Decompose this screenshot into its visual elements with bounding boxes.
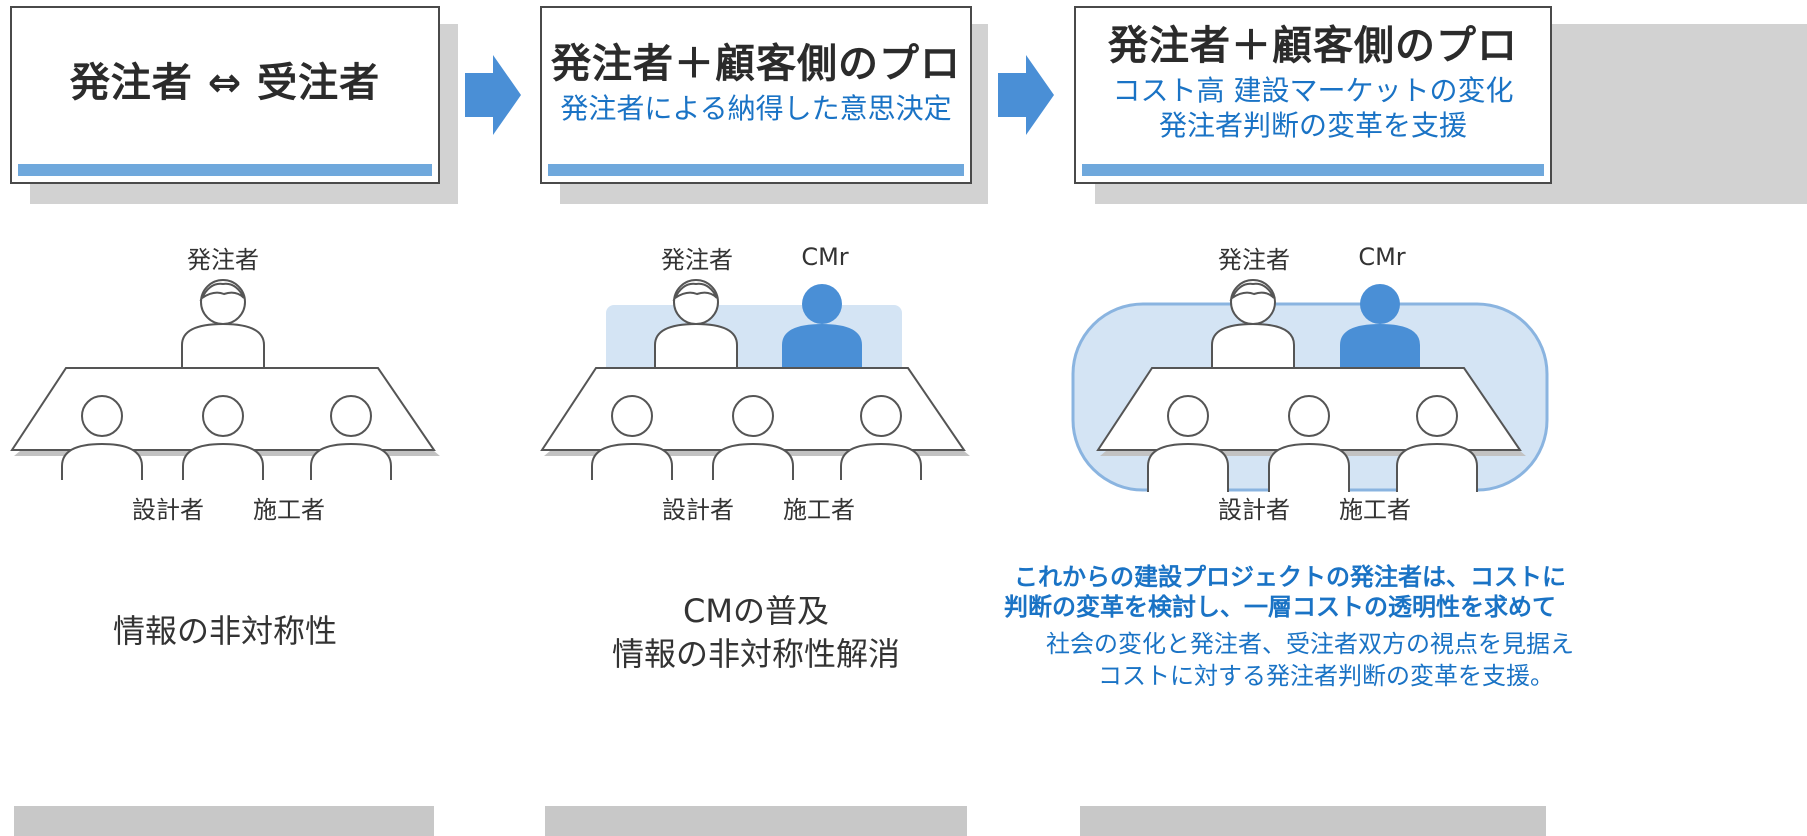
panel-1-title: 発注者 ⇔ 受注者 [69, 60, 381, 106]
panel-1-caption-line-1: 情報の非対称性 [112, 612, 337, 650]
panel-3-header: 発注者＋顧客側のプロ コスト高 建設マーケットの変化 発注者判断の変革を支援 [1074, 6, 1552, 184]
panel-1-bottom-bar [14, 806, 434, 836]
panel-1-label-owner: 発注者 [187, 246, 259, 274]
panel-1-header: 発注者 ⇔ 受注者 [10, 6, 440, 184]
panel-3-stripe [1082, 164, 1544, 176]
panel-2-subtitle: 発注者による納得した意思決定 [560, 91, 952, 125]
panel-2-label-designer: 設計者 [662, 496, 734, 524]
arrow-right-icon [465, 55, 521, 135]
panel-3-bottom-bar [1080, 806, 1546, 836]
panel-3-label-builder: 施工者 [1339, 496, 1411, 524]
panel-3-blue-line-1: 社会の変化と発注者、受注者双方の視点を見据え [1046, 630, 1574, 658]
panel-2-stripe [548, 164, 964, 176]
panel-3-subtitle-line-1: コスト高 建設マーケットの変化 [1112, 74, 1514, 107]
panel-2-label-owner: 発注者 [661, 246, 733, 274]
panel-2-bottom-bar [545, 806, 967, 836]
panel-3-blue-line-2: コストに対する発注者判断の変革を支援。 [1098, 662, 1554, 690]
panel-3-bold-line-2: 判断の変革を検討し、一層コストの透明性を求めて [1004, 593, 1556, 621]
panel-2-header: 発注者＋顧客側のプロ 発注者による納得した意思決定 [540, 6, 972, 184]
panel-2-caption: CMの普及 情報の非対称性解消 [540, 590, 972, 676]
panel-3-bold-line-1: これからの建設プロジェクトの発注者は、コストに [1014, 563, 1566, 591]
panel-3-seated-figures [1147, 395, 1478, 492]
panel-2-label-cmr: CMr [801, 243, 849, 271]
panel-3-owner-figure [1211, 279, 1295, 369]
panel-2-label-builder: 施工者 [783, 496, 855, 524]
panel-1-owner-figure [181, 279, 265, 369]
panel-3-label-designer: 設計者 [1218, 496, 1290, 524]
panel-2-owner-figure [654, 279, 738, 369]
panel-2-caption-line-1: CMの普及 [683, 592, 829, 630]
panel-2-meeting-illustration [540, 279, 970, 480]
panel-3-subtitle-line-2: 発注者判断の変革を支援 [1158, 109, 1467, 142]
panel-2-cmr-figure [782, 284, 862, 368]
panel-1-meeting-illustration [10, 279, 440, 480]
panel-3-label-cmr: CMr [1358, 243, 1406, 271]
panel-2-seated-figures [591, 395, 922, 480]
panel-1-stripe [18, 164, 432, 176]
panel-2-title: 発注者＋顧客側のプロ [551, 40, 961, 87]
panel-3-cmr-figure [1340, 284, 1420, 368]
panel-1-label-designer: 設計者 [132, 496, 204, 524]
panel-1-seated-figures [61, 395, 392, 480]
panel-1-label-builder: 施工者 [253, 496, 325, 524]
arrow-right-icon [998, 55, 1054, 135]
panel-3-label-owner: 発注者 [1218, 246, 1290, 274]
panel-3-meeting-illustration [1071, 279, 1549, 492]
panel-1-caption: 情報の非対称性 [10, 610, 440, 653]
panel-3-title: 発注者＋顧客側のプロ [1108, 23, 1518, 69]
panel-2-caption-line-2: 情報の非対称性解消 [611, 635, 900, 674]
